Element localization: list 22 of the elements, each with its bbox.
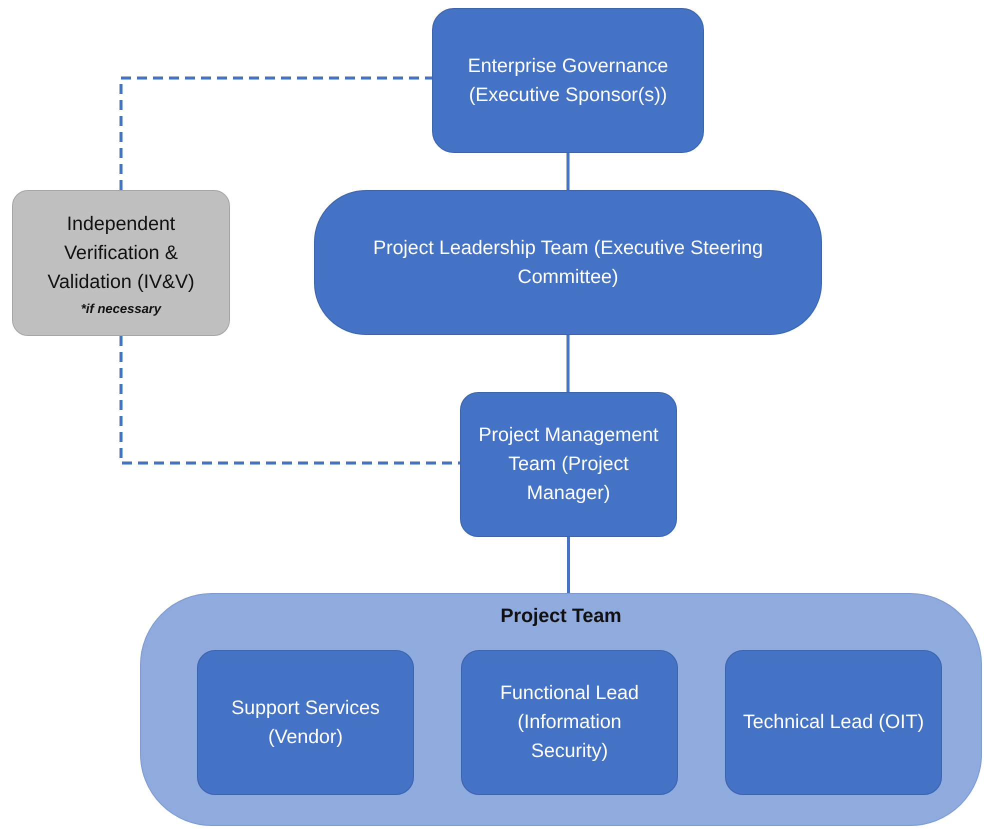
box-label: Independent Verification & Validation (IV&V) — [46, 212, 196, 295]
box-label: Project Management Team (Project Manager) — [478, 423, 660, 506]
group-heading: Project Team — [500, 604, 622, 629]
connector-line — [566, 153, 570, 190]
team-member-box — [725, 650, 942, 795]
team-container — [140, 593, 982, 826]
dashed-connector — [120, 76, 432, 190]
connector-line — [566, 335, 570, 392]
verification-box — [12, 190, 230, 336]
note-text: *if necessary — [80, 301, 162, 316]
box-label: Project Leadership Team (Executive Steering Committee) — [372, 236, 764, 290]
leadership-box — [314, 190, 822, 335]
team-member-box — [197, 650, 414, 795]
box-label: Support Services (Vendor) — [230, 696, 381, 750]
dashed-connector — [120, 336, 460, 464]
box-label: Enterprise Governance (Executive Sponsor(s)) — [466, 54, 670, 108]
management-box — [460, 392, 677, 537]
connector-line — [567, 537, 570, 593]
box-label: Technical Lead (OIT) — [743, 710, 924, 735]
governance-box — [432, 8, 704, 153]
box-label: Functional Lead (Information Security) — [499, 681, 640, 764]
team-member-box — [461, 650, 678, 795]
